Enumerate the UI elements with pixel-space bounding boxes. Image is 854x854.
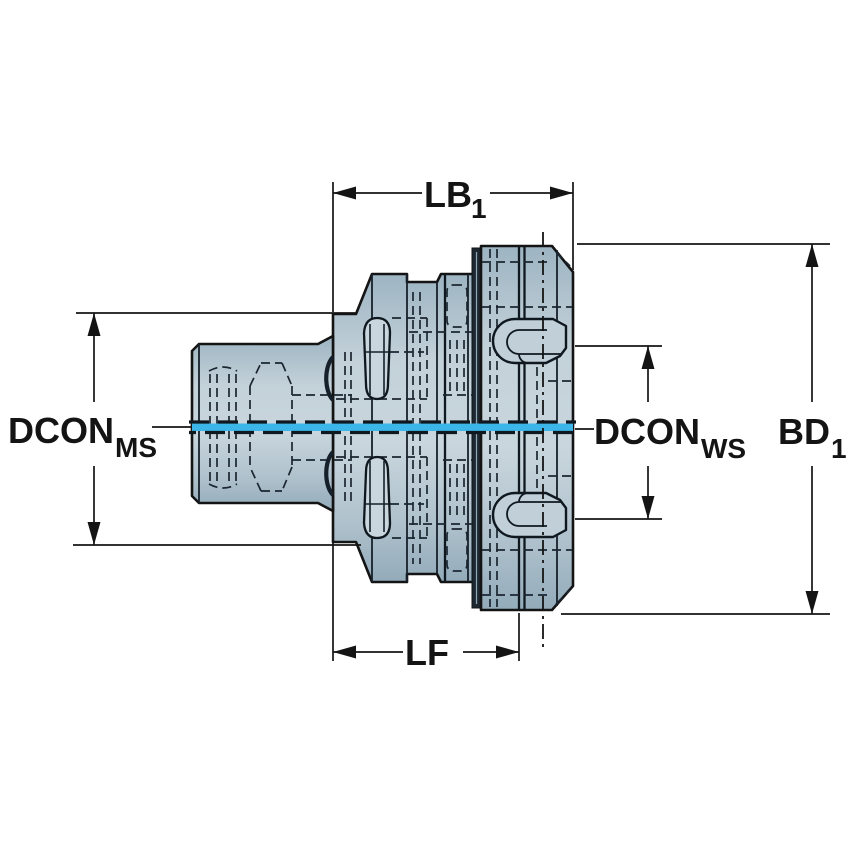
- label-bd1-sub: 1: [831, 433, 847, 464]
- collar-serration-hidden-lines: [409, 284, 472, 572]
- dimension-dcon-ms: DCON MS: [8, 312, 361, 546]
- label-bd1: BD: [778, 411, 830, 452]
- hook-slot-bottom: [491, 491, 568, 539]
- label-dcon-ws: DCON: [594, 411, 700, 452]
- horizontal-centerline: [189, 420, 576, 435]
- dimension-lb1: LB 1: [332, 174, 574, 312]
- label-dcon-ms-sub: MS: [115, 432, 157, 463]
- label-dcon-ws-sub: WS: [701, 433, 746, 464]
- label-dcon-ms: DCON: [8, 410, 114, 451]
- dimension-lf: LF: [332, 542, 520, 673]
- oval-slot-bottom: [362, 455, 392, 540]
- label-lb1: LB: [424, 174, 472, 215]
- dimension-bd1: BD 1: [561, 243, 847, 615]
- oval-slot-top: [362, 316, 392, 401]
- label-lb1-sub: 1: [471, 193, 487, 224]
- flange-ear-arcs: [324, 355, 335, 497]
- dimension-dcon-ws: DCON WS: [575, 345, 746, 520]
- hook-slot-top: [491, 317, 568, 365]
- label-lf: LF: [405, 632, 449, 673]
